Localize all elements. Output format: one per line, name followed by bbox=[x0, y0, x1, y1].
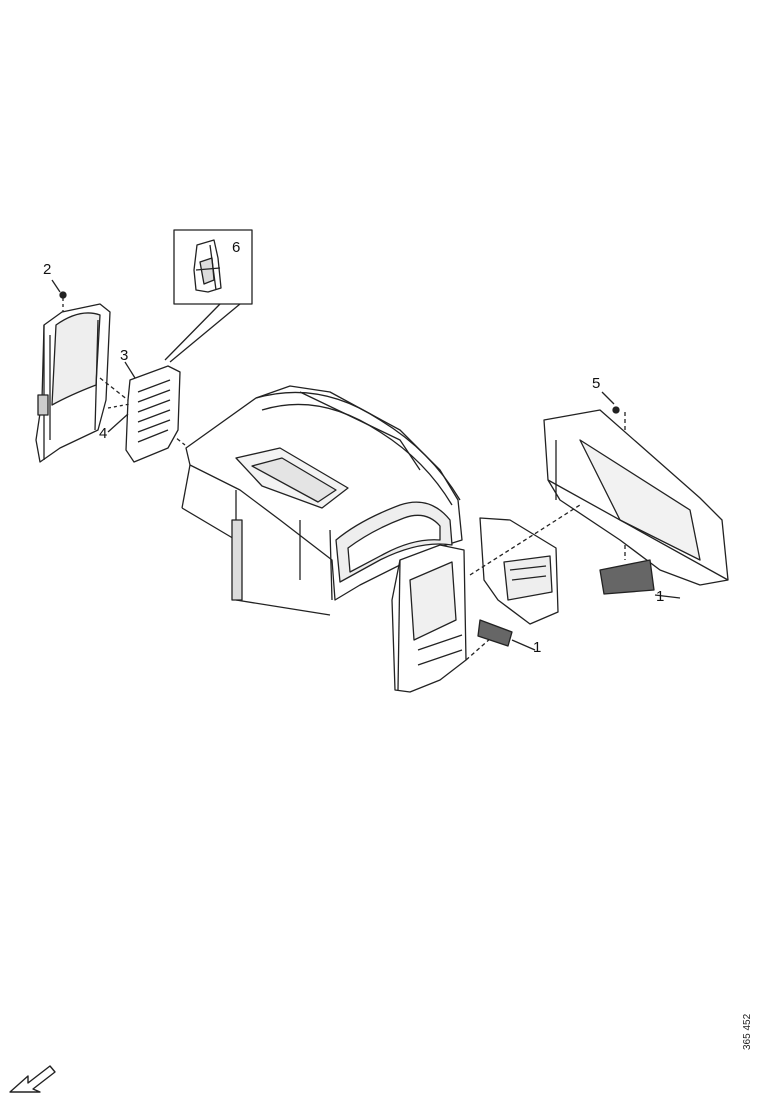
left-side-panel bbox=[35, 291, 186, 463]
arrow-icon bbox=[9, 1065, 56, 1093]
cab-headliner-shell bbox=[181, 385, 463, 616]
vent-panel bbox=[107, 365, 181, 463]
callout-5: 5 bbox=[592, 375, 601, 392]
callout-2: 2 bbox=[43, 261, 52, 278]
callout-3: 3 bbox=[120, 347, 129, 364]
callout-1-center: 1 bbox=[533, 639, 542, 656]
drawing-reference-number: 365 452 bbox=[742, 1013, 753, 1050]
center-right-panel bbox=[477, 517, 559, 651]
callout-6: 6 bbox=[232, 239, 241, 256]
callout-4: 4 bbox=[99, 425, 108, 442]
rear-wall-panel bbox=[391, 544, 501, 693]
right-side-panel bbox=[469, 406, 729, 599]
detail-inset-box bbox=[164, 229, 253, 363]
callout-1-right: 1 bbox=[656, 588, 665, 605]
